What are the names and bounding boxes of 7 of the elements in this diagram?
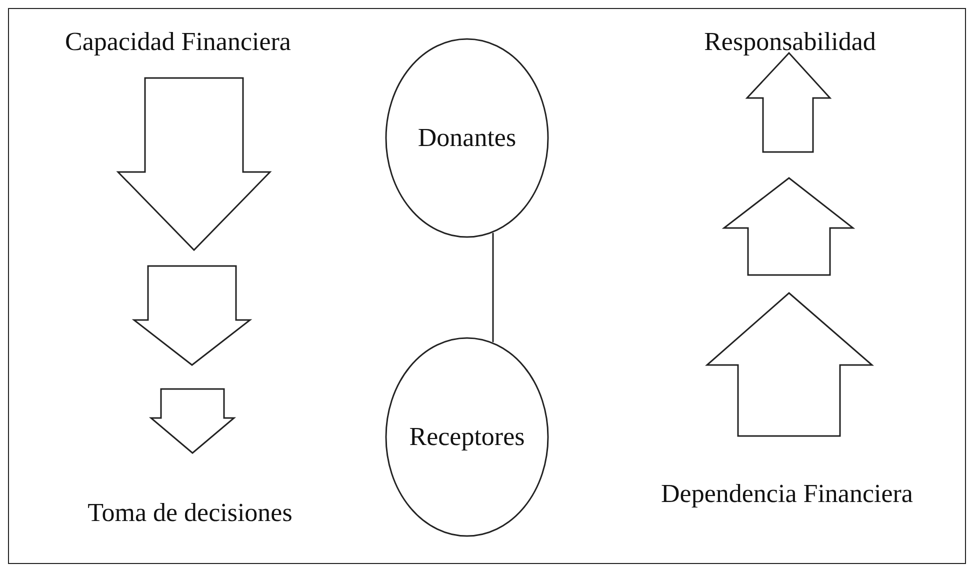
- text-label: Toma de decisiones: [88, 498, 292, 528]
- text-label: Capacidad Financiera: [65, 27, 291, 57]
- connector-line: [492, 232, 494, 342]
- node-label: Receptores: [409, 422, 525, 452]
- text-label: Dependencia Financiera: [661, 479, 913, 509]
- text-label: Responsabilidad: [704, 27, 876, 57]
- node-label: Donantes: [418, 123, 516, 153]
